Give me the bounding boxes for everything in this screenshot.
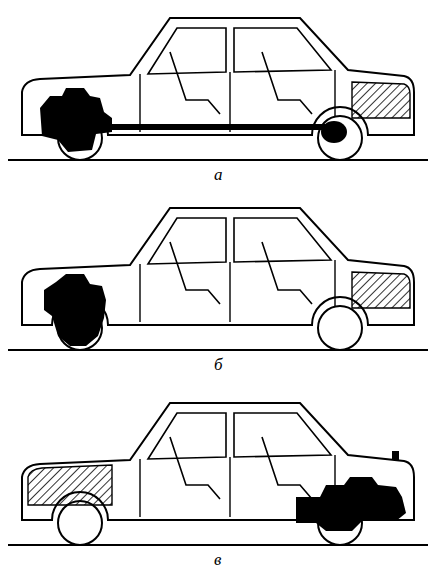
figure-letter: б: [214, 356, 223, 373]
car-b: [8, 208, 428, 350]
car-a: [8, 18, 428, 160]
figure-letter: в: [214, 551, 221, 568]
car-c: [8, 403, 428, 545]
figure-letter: а: [214, 166, 223, 183]
